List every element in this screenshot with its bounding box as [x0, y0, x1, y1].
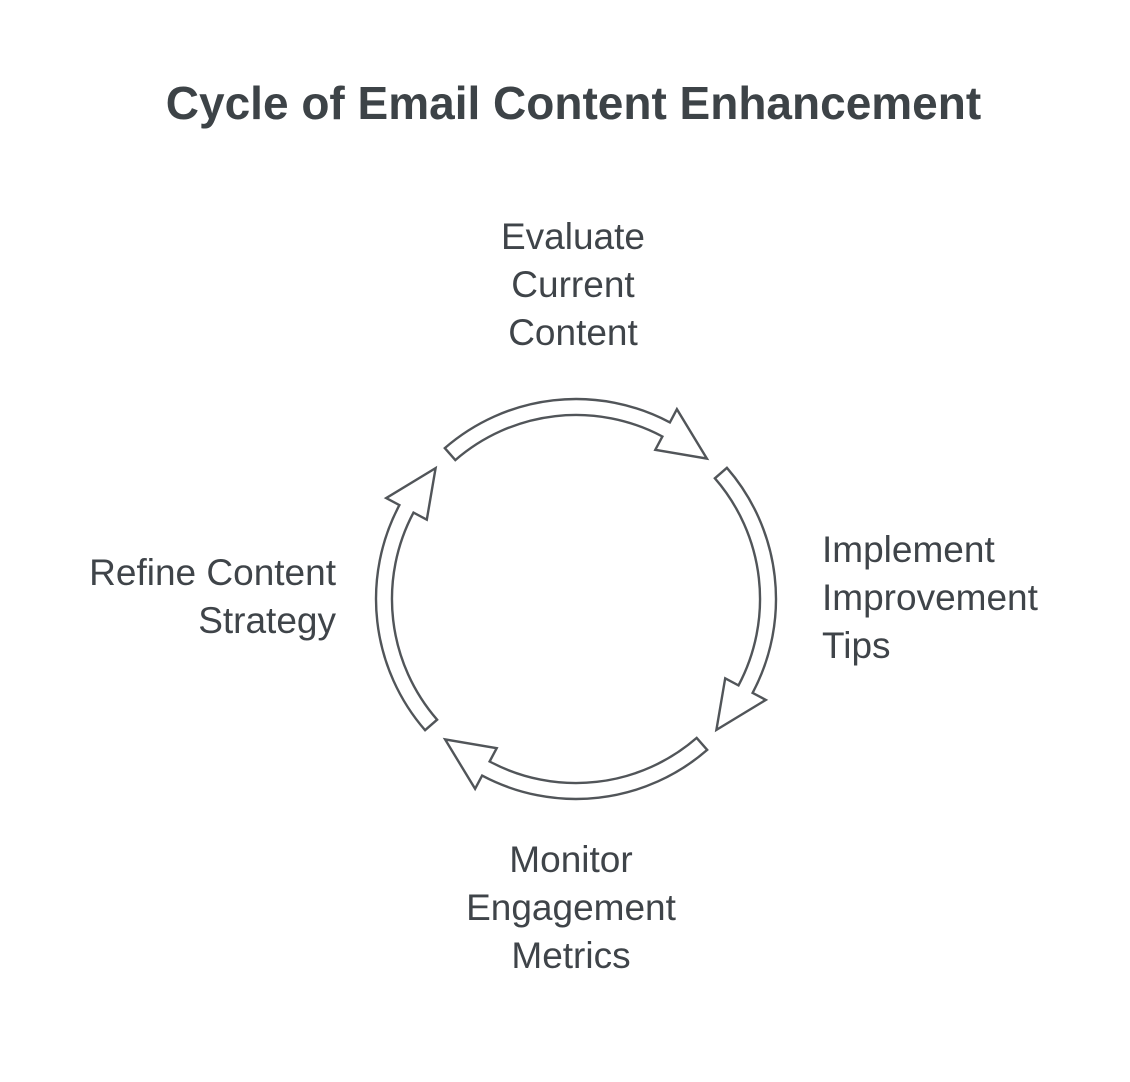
step-label-evaluate-current-content: Evaluate Current Content: [501, 216, 645, 353]
arrow-monitor-to-refine-icon: [443, 736, 709, 801]
arrow-refine-to-evaluate-icon: [374, 466, 439, 732]
arrow-evaluate-to-implement-icon: [443, 397, 709, 462]
step-label-refine-content-strategy: Refine Content Strategy: [89, 552, 336, 641]
step-label-monitor-engagement-metrics: Monitor Engagement Metrics: [466, 839, 676, 976]
arrow-implement-to-monitor-icon: [713, 466, 778, 732]
diagram-title: Cycle of Email Content Enhancement: [165, 77, 982, 129]
step-label-implement-improvement-tips: Implement Improvement Tips: [822, 529, 1038, 666]
